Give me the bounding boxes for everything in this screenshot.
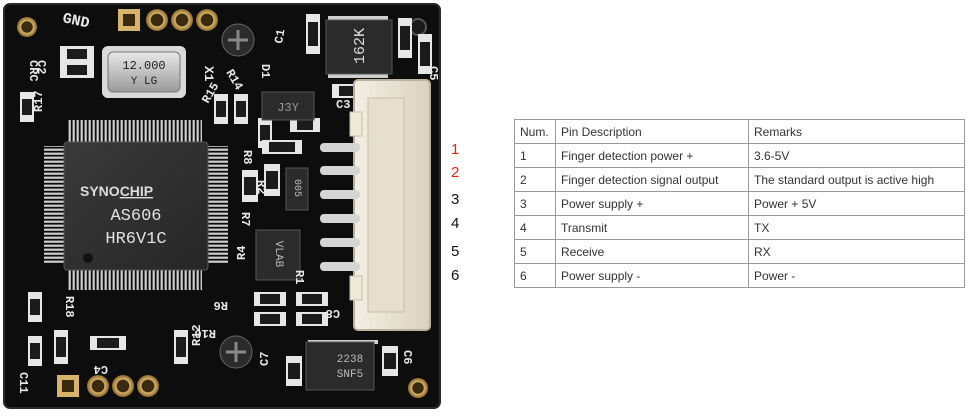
- cell-remarks: The standard output is active high: [748, 167, 965, 192]
- svg-text:12.000: 12.000: [122, 59, 165, 73]
- pin-number-3: 3: [451, 191, 460, 208]
- svg-text:C4: C4: [94, 362, 108, 376]
- table-row: 3 Power supply + Power + 5V: [514, 191, 965, 216]
- pin-number-2: 2: [451, 164, 460, 181]
- pin-number-4: 4: [451, 215, 460, 232]
- table-row: 4 Transmit TX: [514, 215, 965, 240]
- cell-remarks: 3.6-5V: [748, 143, 965, 168]
- table-row: 6 Power supply - Power -: [514, 263, 965, 288]
- svg-text:005: 005: [291, 179, 302, 197]
- svg-text:C3: C3: [336, 98, 350, 112]
- svg-text:D1: D1: [258, 64, 272, 78]
- chip-code-label: HR6V1C: [105, 230, 166, 249]
- cell-description: Power supply -: [555, 263, 749, 288]
- cell-num: 5: [514, 239, 556, 264]
- cell-remarks: RX: [748, 239, 965, 264]
- small-ic-bottom: 2238 SNF5: [305, 340, 378, 391]
- cell-remarks: Power + 5V: [748, 191, 965, 216]
- svg-text:VLAB: VLAB: [272, 241, 284, 268]
- svg-text:C1: C1: [272, 28, 288, 45]
- cell-num: 2: [514, 167, 556, 192]
- table-row: 2 Finger detection signal output The sta…: [514, 167, 965, 192]
- top-header-pads: [118, 9, 218, 31]
- mount-hole-top-left: [17, 17, 37, 37]
- svg-text:R1: R1: [292, 270, 306, 284]
- cell-remarks: Power -: [748, 263, 965, 288]
- chip-model-label: AS606: [110, 207, 161, 226]
- svg-text:CRC: CRC: [26, 60, 40, 82]
- svg-text:X1: X1: [201, 66, 216, 82]
- svg-text:J3Y: J3Y: [277, 101, 299, 115]
- small-ic-mid: J3Y: [261, 91, 315, 121]
- pin-connector: [320, 79, 431, 331]
- mount-hole-bottom-right: [408, 378, 428, 398]
- pin-number-5: 5: [451, 243, 460, 260]
- small-ic-top: 162K: [325, 16, 393, 78]
- cell-remarks: TX: [748, 215, 965, 240]
- svg-text:R10: R10: [194, 326, 216, 340]
- svg-text:R7: R7: [238, 212, 252, 226]
- svg-text:C8: C8: [326, 306, 340, 320]
- cell-description: Power supply +: [555, 191, 749, 216]
- crystal-oscillator: 12.000 Y LG: [102, 46, 186, 98]
- smd-components: [20, 14, 432, 386]
- fingerprint-module-photo: GND 12.000 Y LG X1 SYNOCHIP AS606 HR6V1C: [3, 3, 441, 409]
- svg-text:SNF5: SNF5: [337, 369, 363, 381]
- svg-text:R8: R8: [240, 150, 254, 164]
- svg-text:C11: C11: [16, 372, 30, 394]
- cell-description: Receive: [555, 239, 749, 264]
- table-row: 5 Receive RX: [514, 239, 965, 264]
- svg-text:R17: R17: [32, 90, 46, 112]
- svg-text:C5: C5: [426, 66, 440, 80]
- cell-description: Finger detection power +: [555, 143, 749, 168]
- silkscreen-labels: C2 CRC R17 R14 R15 D1 C1 C3 C5 R8 R2 R7 …: [16, 28, 440, 394]
- header-remarks: Remarks: [748, 119, 965, 144]
- svg-text:2238: 2238: [337, 354, 363, 366]
- svg-text:C6: C6: [400, 350, 414, 364]
- cell-num: 3: [514, 191, 556, 216]
- pin-number-1: 1: [451, 141, 460, 158]
- svg-text:R6: R6: [214, 298, 228, 312]
- svg-text:R18: R18: [62, 296, 76, 318]
- svg-text:R4: R4: [235, 246, 249, 260]
- svg-text:C2: C2: [34, 60, 48, 74]
- silk-gnd: GND: [61, 10, 91, 32]
- svg-text:R2: R2: [254, 180, 268, 194]
- pin-description-table: Num. Pin Description Remarks 1 Finger de…: [514, 119, 965, 288]
- small-ic-side: 005: [285, 167, 309, 211]
- small-ic-left: VLAB: [255, 229, 301, 281]
- cell-num: 6: [514, 263, 556, 288]
- svg-text:162K: 162K: [352, 28, 369, 64]
- cell-num: 1: [514, 143, 556, 168]
- pin-number-6: 6: [451, 267, 460, 284]
- bottom-header-pads: [57, 375, 159, 397]
- table-row: 1 Finger detection power + 3.6-5V: [514, 143, 965, 168]
- main-chip: SYNOCHIP AS606 HR6V1C: [63, 141, 209, 271]
- svg-text:C7: C7: [258, 352, 272, 366]
- svg-text:R12: R12: [190, 324, 204, 346]
- cell-description: Transmit: [555, 215, 749, 240]
- table-header-row: Num. Pin Description Remarks: [514, 119, 965, 144]
- cell-description: Finger detection signal output: [555, 167, 749, 192]
- header-num: Num.: [514, 119, 556, 144]
- cell-num: 4: [514, 215, 556, 240]
- svg-text:Y LG: Y LG: [131, 76, 157, 88]
- chip-brand-label: SYNOCHIP: [80, 183, 153, 199]
- header-pin-description: Pin Description: [555, 119, 749, 144]
